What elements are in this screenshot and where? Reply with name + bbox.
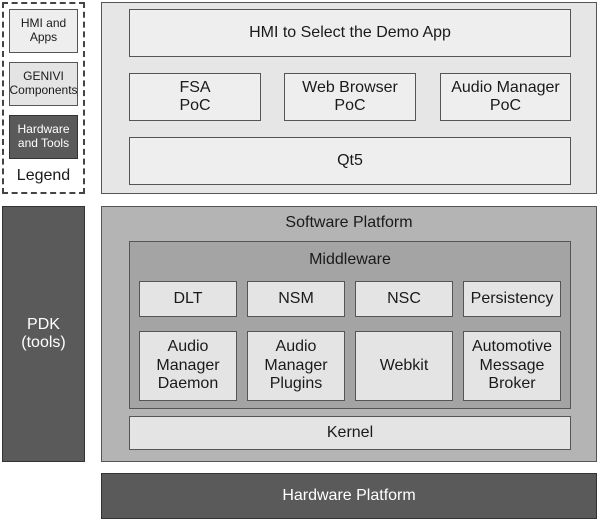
middleware-title: Middleware <box>309 250 391 268</box>
nsm-box: NSM <box>247 281 345 317</box>
audio-manager-plugins-box: Audio Manager Plugins <box>247 331 345 401</box>
legend-hardware-tools: Hardware and Tools <box>9 115 78 159</box>
qt5-box: Qt5 <box>129 137 571 185</box>
hardware-platform-box: Hardware Platform <box>101 473 597 519</box>
legend-hmi-apps: HMI and Apps <box>9 9 78 53</box>
kernel-box: Kernel <box>129 416 571 450</box>
audio-manager-poc-box: Audio Manager PoC <box>440 73 571 121</box>
automotive-message-broker-box: Automotive Message Broker <box>463 331 561 401</box>
software-platform-title: Software Platform <box>285 213 413 231</box>
hmi-demo-app-box: HMI to Select the Demo App <box>129 9 571 57</box>
legend-title: Legend <box>16 166 71 184</box>
webkit-box: Webkit <box>355 331 453 401</box>
nsc-box: NSC <box>355 281 453 317</box>
dlt-box: DLT <box>139 281 237 317</box>
persistency-box: Persistency <box>463 281 561 317</box>
web-browser-poc-box: Web Browser PoC <box>284 73 416 121</box>
audio-manager-daemon-box: Audio Manager Daemon <box>139 331 237 401</box>
legend-genivi-components: GENIVI Components <box>9 62 78 106</box>
pdk-box: PDK (tools) <box>2 206 85 462</box>
fsa-poc-box: FSA PoC <box>129 73 261 121</box>
